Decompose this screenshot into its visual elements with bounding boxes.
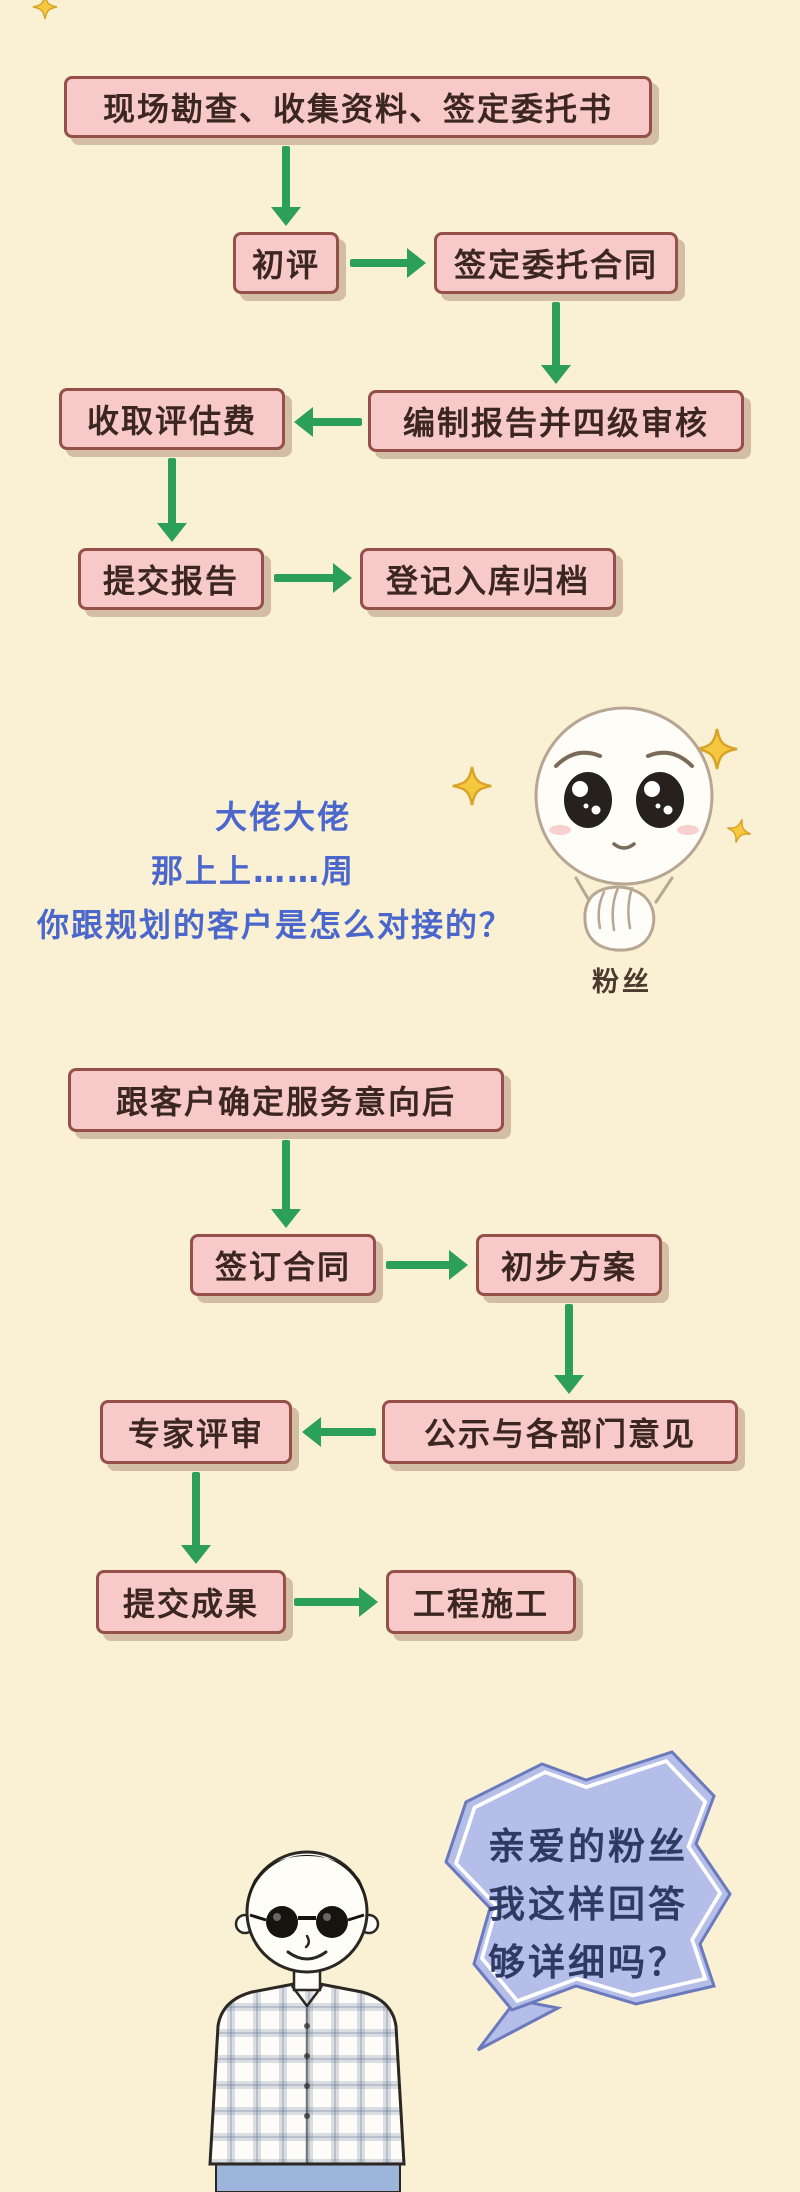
arrow-down-icon xyxy=(553,1304,585,1394)
flow2-box-preliminary-plan: 初步方案 xyxy=(476,1234,662,1296)
sparkle-icon xyxy=(727,819,751,843)
man-character-illustration xyxy=(208,1850,406,2192)
flow2-box-public-notice-opinions: 公示与各部门意见 xyxy=(382,1400,738,1464)
arrow-right-icon xyxy=(274,562,352,594)
question-line-1: 大佬大佬 xyxy=(214,798,351,836)
arrow-right-icon xyxy=(386,1249,468,1281)
arrow-left-icon xyxy=(302,1416,376,1448)
arrow-right-icon xyxy=(294,1586,378,1618)
speech-bubble xyxy=(444,1750,732,2052)
answer-line-2: 我这样回答 xyxy=(488,1883,688,1926)
speech-bubble-tail xyxy=(476,1998,563,2052)
arrow-down-icon xyxy=(540,302,572,384)
flow2-box-confirm-service-intent: 跟客户确定服务意向后 xyxy=(68,1068,504,1132)
question-line-2: 那上上……周 xyxy=(150,852,355,890)
question-line-3: 你跟规划的客户是怎么对接的？ xyxy=(36,906,513,944)
arrow-right-icon xyxy=(350,247,426,279)
flow2-box-submit-results: 提交成果 xyxy=(96,1570,286,1634)
flow2-box-construction: 工程施工 xyxy=(386,1570,576,1634)
flow1-box-site-survey: 现场勘查、收集资料、签定委托书 xyxy=(64,76,652,138)
flow1-box-submit-report: 提交报告 xyxy=(78,548,264,610)
sparkle-icon xyxy=(452,766,492,806)
sparkle-icon xyxy=(32,0,58,20)
flow1-box-sign-entrust-contract: 签定委托合同 xyxy=(434,232,678,294)
arrow-down-icon xyxy=(180,1472,212,1564)
flow1-box-report-four-level-audit: 编制报告并四级审核 xyxy=(368,390,744,452)
arrow-left-icon xyxy=(294,406,362,438)
arrow-down-icon xyxy=(156,458,188,542)
flow2-box-sign-contract: 签订合同 xyxy=(190,1234,376,1296)
flow1-box-initial-review: 初评 xyxy=(233,232,339,294)
fan-character-illustration xyxy=(534,706,714,952)
answer-line-1: 亲爱的粉丝 xyxy=(488,1825,688,1868)
arrow-down-icon xyxy=(270,1140,302,1228)
man-pants xyxy=(215,2163,401,2192)
flow2-box-expert-review: 专家评审 xyxy=(100,1400,292,1464)
fan-eyes xyxy=(564,772,684,828)
sunglasses-icon xyxy=(249,1906,365,1938)
sparkle-icon xyxy=(696,728,738,770)
fan-character-label: 粉丝 xyxy=(592,967,652,998)
flow1-box-collect-appraisal-fee: 收取评估费 xyxy=(59,388,285,450)
fan-praying-hands xyxy=(574,876,674,952)
answer-line-3: 够详细吗？ xyxy=(488,1941,688,1984)
arrow-down-icon xyxy=(270,146,302,226)
flow1-box-register-archive: 登记入库归档 xyxy=(360,548,616,610)
